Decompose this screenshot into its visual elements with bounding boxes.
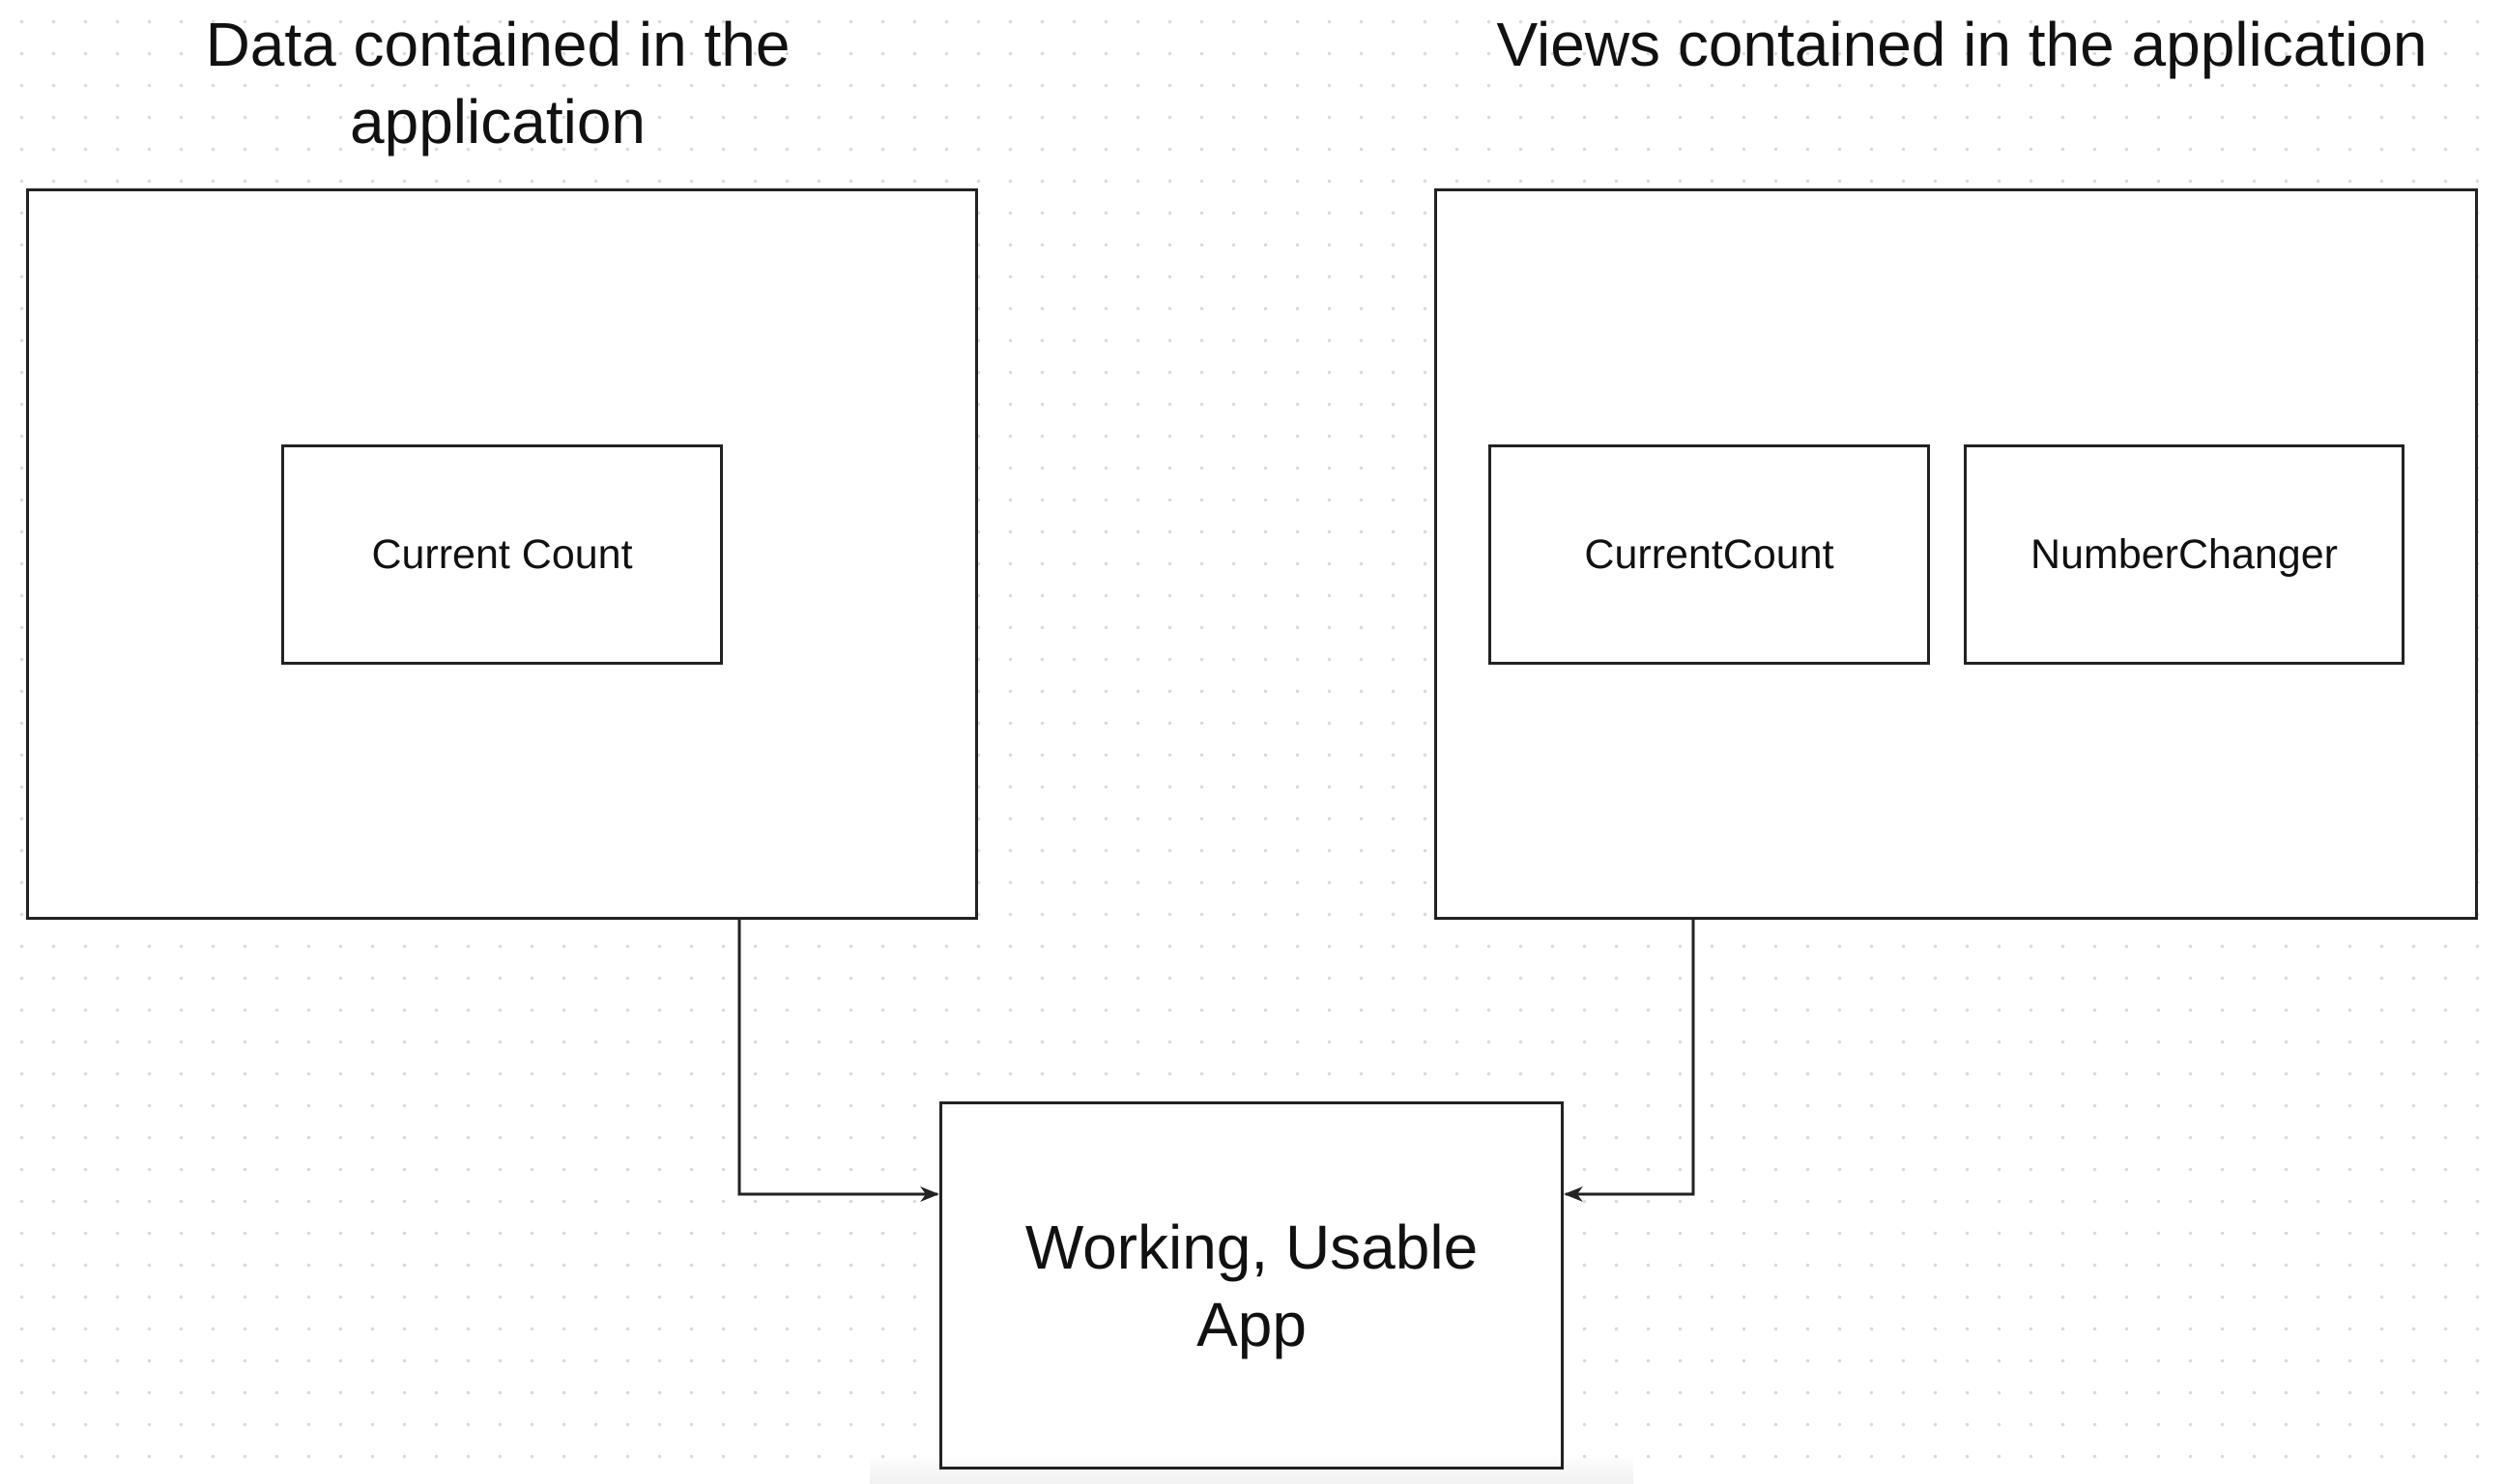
numberchanger-view-label: NumberChanger — [2030, 530, 2338, 578]
working-app-label: Working, Usable App — [1024, 1212, 1479, 1359]
data-section-title: Data contained in the application — [205, 10, 791, 157]
arrow-data-to-app — [737, 920, 939, 1202]
currentcount-view-box: CurrentCount — [1488, 444, 1930, 665]
working-app-box: Working, Usable App — [939, 1101, 1564, 1470]
bottom-shadow — [870, 1454, 1633, 1484]
views-section-title: Views contained in the application — [1496, 10, 2428, 79]
current-count-data-box: Current Count — [281, 444, 723, 665]
arrow-views-to-app — [1564, 920, 1695, 1202]
numberchanger-view-box: NumberChanger — [1964, 444, 2404, 665]
current-count-data-label: Current Count — [371, 530, 633, 578]
currentcount-view-label: CurrentCount — [1584, 530, 1834, 578]
